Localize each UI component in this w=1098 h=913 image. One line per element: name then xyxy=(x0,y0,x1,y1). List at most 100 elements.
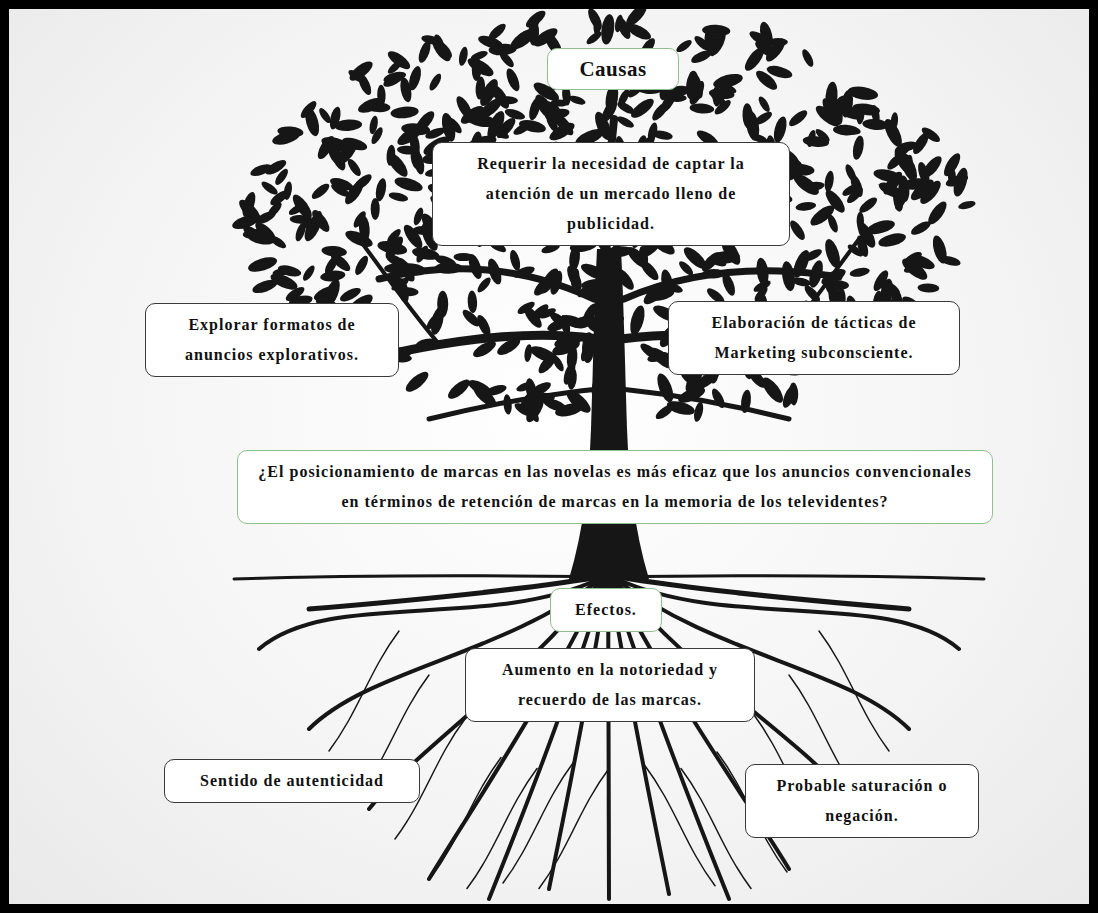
leaf xyxy=(351,172,374,193)
leaf xyxy=(857,195,879,216)
leaf xyxy=(623,9,650,29)
leaf xyxy=(424,312,440,331)
node-text: Causas xyxy=(579,55,646,83)
leaf xyxy=(504,67,522,93)
leaf xyxy=(353,254,371,277)
leaf xyxy=(614,14,625,33)
leaf xyxy=(771,115,789,144)
leaf xyxy=(709,250,741,266)
leaf xyxy=(528,21,539,46)
leaf xyxy=(757,95,772,114)
leaf xyxy=(550,354,565,373)
leaf xyxy=(787,218,807,242)
leaf xyxy=(263,157,288,177)
leaf xyxy=(870,104,882,124)
leaf xyxy=(897,151,920,184)
leaf xyxy=(254,209,278,227)
leaf xyxy=(437,291,448,318)
leaf xyxy=(713,86,722,107)
leaf xyxy=(508,249,522,272)
leaf xyxy=(805,129,817,148)
root xyxy=(539,769,609,889)
leaf xyxy=(494,115,519,141)
leaf xyxy=(638,258,662,283)
leaf xyxy=(301,264,317,283)
leaf xyxy=(689,48,713,66)
leaf xyxy=(538,306,558,320)
leaf xyxy=(616,88,631,108)
text-box: Elaboración de tácticas de Marketing sub… xyxy=(668,301,960,375)
leaf xyxy=(677,259,695,277)
text-box: Efectos. xyxy=(550,588,662,632)
root xyxy=(431,758,501,878)
leaf xyxy=(345,157,363,178)
leaf xyxy=(466,377,495,400)
leaf xyxy=(403,368,432,395)
leaf xyxy=(503,394,513,415)
leaf xyxy=(903,262,923,275)
root xyxy=(681,769,751,889)
leaf xyxy=(242,228,267,239)
root xyxy=(234,576,609,579)
leaf xyxy=(581,278,607,291)
leaf xyxy=(415,337,438,350)
node-text: Elaboración de tácticas de Marketing sub… xyxy=(681,308,947,368)
leaf xyxy=(628,95,656,121)
leaf xyxy=(444,115,464,136)
text-box: Requerir la necesidad de captar la atenc… xyxy=(432,142,790,246)
leaf xyxy=(769,38,788,46)
leaf xyxy=(847,85,879,102)
leaf xyxy=(744,110,761,142)
leaf xyxy=(638,341,662,362)
leaf xyxy=(528,379,553,399)
node-text: ¿El posicionamiento de marcas en las nov… xyxy=(250,457,980,517)
root xyxy=(617,579,959,649)
leaf xyxy=(376,239,408,257)
leaf xyxy=(827,93,849,120)
text-box: Aumento en la notoriedad y recuerdo de l… xyxy=(465,648,755,722)
leaf xyxy=(334,119,363,132)
leaf xyxy=(309,181,331,201)
leaf xyxy=(920,125,943,145)
leaf xyxy=(433,253,457,269)
leaf xyxy=(585,29,604,46)
leaf xyxy=(957,199,976,210)
leaf xyxy=(807,202,837,229)
leaf xyxy=(840,125,861,136)
leaf xyxy=(384,251,408,270)
leaf xyxy=(328,145,348,173)
leaf xyxy=(823,170,835,192)
leaf xyxy=(427,72,443,92)
leaf xyxy=(851,135,866,161)
leaf xyxy=(581,332,595,363)
leaf xyxy=(740,389,752,413)
node-text: Efectos. xyxy=(575,595,637,625)
leaf xyxy=(580,301,600,327)
leaf xyxy=(689,102,714,114)
leaf xyxy=(386,144,396,166)
leaf xyxy=(854,219,879,250)
leaf xyxy=(479,88,502,98)
leaf xyxy=(841,182,861,198)
leaf xyxy=(512,264,536,280)
leaf xyxy=(720,271,738,297)
leaf xyxy=(471,338,499,360)
root xyxy=(503,763,573,883)
leaf xyxy=(663,280,684,295)
leaf xyxy=(608,330,621,350)
leaf xyxy=(516,299,537,316)
leaf xyxy=(298,99,319,121)
leaf xyxy=(939,254,962,267)
leaf xyxy=(527,97,542,122)
leaf xyxy=(356,95,387,116)
leaf xyxy=(654,371,676,404)
leaf xyxy=(476,95,505,122)
leaf xyxy=(467,290,478,313)
leaf xyxy=(550,337,581,358)
leaf xyxy=(488,43,517,56)
leaf xyxy=(531,273,556,299)
leaf xyxy=(356,72,374,97)
leaf xyxy=(369,126,385,146)
leaf xyxy=(503,107,526,122)
root xyxy=(645,766,715,886)
